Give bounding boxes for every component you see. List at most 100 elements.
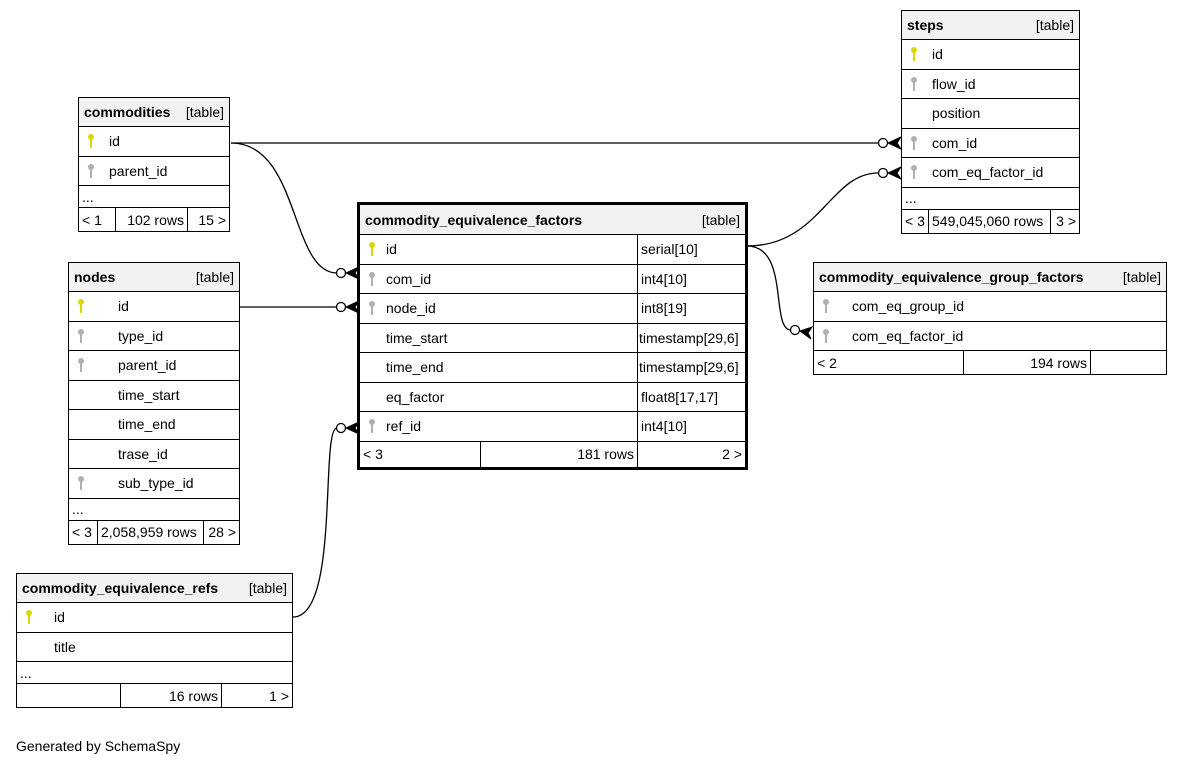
table-name[interactable]: commodity_equivalence_factors [365,211,583,228]
column-name: trase_id [118,445,168,462]
parents-link[interactable]: < 3 [363,446,383,462]
column-name: com_id [386,270,432,287]
foreign-key-icon [79,163,103,179]
parents-link[interactable]: < 2 [817,354,837,371]
column-row[interactable]: time_start [69,381,239,410]
table-name[interactable]: commodity_equivalence_group_factors [819,269,1084,285]
column-type: timestamp[29,6] [637,353,745,382]
column-row[interactable]: id [79,127,229,157]
table-kind: [table] [195,269,234,285]
column-name: com_eq_group_id [852,298,965,315]
column-row[interactable]: id [17,603,292,633]
foreign-key-icon [69,328,93,344]
column-row[interactable]: parent_id [69,351,239,381]
column-row[interactable]: title [17,633,292,662]
link-factors-steps [746,172,879,247]
table-name[interactable]: commodities [84,104,171,120]
table-commodity-equivalence-refs[interactable]: commodity_equivalence_refs [table] id ti… [16,573,293,708]
more-columns: ... [79,186,229,208]
link-commodities-factors [230,142,338,274]
table-kind: [table] [701,211,740,228]
crowfoot-icon [344,420,361,436]
foreign-key-icon [902,135,926,151]
parents-link[interactable]: < 3 [905,213,925,229]
children-link[interactable] [1090,351,1166,374]
optional-circle [877,167,889,179]
table-kind: [table] [1035,17,1074,33]
optional-circle [335,301,347,313]
row-count: 16 rows [120,684,221,707]
column-row[interactable]: ref_id int4[10] [360,412,745,442]
column-row[interactable]: position [902,99,1079,129]
children-link[interactable]: 15 > [187,208,229,231]
column-row[interactable]: id [902,40,1079,70]
children-link[interactable]: 2 > [637,441,745,467]
children-link[interactable]: 1 > [221,684,292,707]
parents-link[interactable]: < 1 [82,211,102,228]
optional-circle [877,137,889,149]
foreign-key-icon [814,298,838,314]
table-header: commodities [table] [79,98,229,127]
column-row[interactable]: com_eq_factor_id [902,158,1079,188]
column-name: id [386,241,397,258]
table-footer: < 2 194 rows [814,351,1166,374]
column-row[interactable]: trase_id [69,440,239,469]
more-columns: ... [17,662,292,684]
children-link[interactable]: 28 > [203,520,239,544]
column-name: com_id [932,134,978,151]
column-name: title [54,638,76,655]
column-row[interactable]: parent_id [79,157,229,186]
parents-link[interactable]: < 3 [72,524,92,540]
column-name: eq_factor [386,388,445,405]
generated-by-label[interactable]: Generated by SchemaSpy [16,738,181,754]
column-row[interactable]: id [69,292,239,322]
table-name[interactable]: nodes [74,269,116,285]
table-steps[interactable]: steps [table] id flow_id position com_id… [901,10,1080,234]
optional-circle [335,422,347,434]
crowfoot-icon [886,165,903,181]
table-kind: [table] [248,580,287,596]
table-commodity-equivalence-factors[interactable]: commodity_equivalence_factors [table] id… [357,202,748,470]
column-name: ref_id [386,418,422,435]
primary-key-icon [17,609,41,625]
crowfoot-icon [344,265,361,281]
column-row[interactable]: flow_id [902,70,1079,99]
column-row[interactable]: time_end [69,410,239,440]
optional-circle [335,267,347,279]
column-name: id [932,46,943,63]
column-row[interactable]: com_eq_group_id [814,292,1166,322]
table-footer: < 3 181 rows 2 > [360,441,745,467]
table-commodities[interactable]: commodities [table] id parent_id ... < 1… [78,97,230,232]
table-nodes[interactable]: nodes [table] id type_id parent_id time_… [68,262,240,545]
column-row[interactable]: com_id [902,129,1079,158]
column-row[interactable]: com_id int4[10] [360,264,745,294]
column-row[interactable]: sub_type_id [69,469,239,499]
column-row[interactable]: com_eq_factor_id [814,322,1166,351]
table-commodity-equivalence-group-factors[interactable]: commodity_equivalence_group_factors [tab… [813,262,1167,375]
parents-link[interactable] [17,684,120,707]
column-type: float8[17,17] [637,382,745,411]
column-type: int4[10] [637,264,745,293]
primary-key-icon [902,46,926,62]
row-count: 102 rows [115,208,187,231]
row-count: 549,045,060 rows [928,209,1050,233]
column-type: timestamp[29,6] [637,323,745,352]
children-link[interactable]: 3 > [1050,209,1079,233]
primary-key-icon [69,298,93,314]
column-name: parent_id [118,357,177,374]
row-count: 194 rows [963,351,1090,374]
column-name: node_id [386,300,436,317]
table-name[interactable]: commodity_equivalence_refs [22,580,219,596]
table-name[interactable]: steps [907,17,944,33]
row-count: 2,058,959 rows [97,520,203,544]
column-row[interactable]: eq_factor float8[17,17] [360,382,745,412]
foreign-key-icon [360,271,384,287]
column-row[interactable]: type_id [69,322,239,351]
column-type: int4[10] [637,412,745,441]
foreign-key-icon [814,328,838,344]
